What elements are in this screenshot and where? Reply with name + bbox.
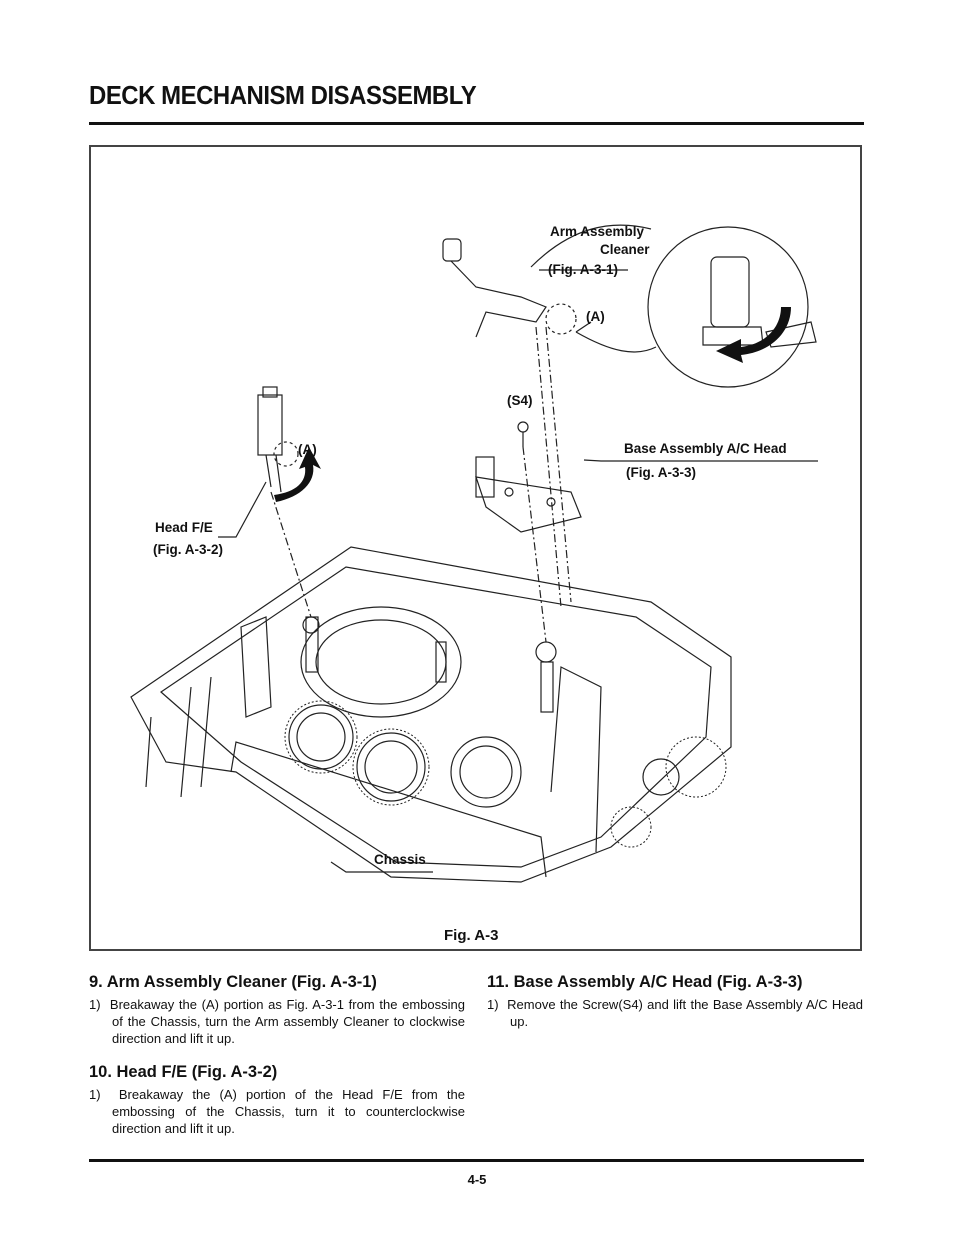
label-arm-assembly-line1: Arm Assembly	[550, 224, 645, 239]
label-chassis: Chassis	[374, 852, 426, 867]
label-arm-fig-ref: (Fig. A-3-1)	[548, 262, 618, 277]
counterclockwise-arrow-icon	[274, 447, 321, 502]
label-arm-point-a: (A)	[586, 309, 605, 324]
detail-bubble	[647, 226, 809, 388]
deck-mechanism-illustration	[130, 224, 818, 883]
footer-rule	[89, 1159, 864, 1162]
section-heading: 9. Arm Assembly Cleaner (Fig. A-3-1)	[89, 973, 377, 991]
figure-caption: Fig. A-3	[444, 927, 499, 944]
arm-cleaner-part	[442, 238, 462, 262]
section-heading: 11. Base Assembly A/C Head (Fig. A-3-3)	[487, 973, 803, 991]
chassis-outline	[130, 546, 732, 883]
label-screw-s4: (S4)	[507, 393, 533, 408]
label-head-point-a: (A)	[298, 442, 317, 457]
figure-frame: Arm Assembly Cleaner (Fig. A-3-1) (A) (S…	[89, 145, 862, 951]
label-arm-assembly-line2: Cleaner	[600, 242, 650, 257]
page-title: DECK MECHANISM DISASSEMBLY	[89, 80, 477, 110]
screw-s4	[517, 421, 529, 433]
section-arm-assembly-cleaner: 9. Arm Assembly Cleaner (Fig. A-3-1) 1) …	[89, 973, 465, 1047]
label-head-fig-ref: (Fig. A-3-2)	[153, 542, 223, 557]
head-fe-part	[257, 394, 283, 456]
page-number: 4-5	[467, 1172, 487, 1187]
section-step: 1) Breakaway the (A) portion as Fig. A-3…	[89, 997, 465, 1046]
clockwise-arrow-icon	[716, 307, 791, 363]
label-head-fe: Head F/E	[155, 520, 213, 535]
header-rule	[89, 122, 864, 125]
label-base-assembly: Base Assembly A/C Head	[624, 441, 787, 456]
section-step: 1) Remove the Screw(S4) and lift the Bas…	[487, 997, 863, 1029]
label-base-fig-ref: (Fig. A-3-3)	[626, 465, 696, 480]
base-assembly-part	[475, 476, 582, 533]
section-base-assembly: 11. Base Assembly A/C Head (Fig. A-3-3) …	[487, 973, 863, 1030]
section-step: 1) Breakaway the (A) portion of the Head…	[89, 1087, 465, 1136]
section-head-fe: 10. Head F/E (Fig. A-3-2) 1) Breakaway t…	[89, 1063, 465, 1137]
section-heading: 10. Head F/E (Fig. A-3-2)	[89, 1063, 278, 1081]
